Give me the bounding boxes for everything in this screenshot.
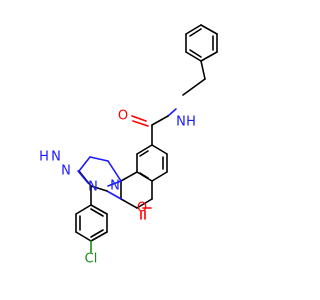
ethyl-linker — [182, 60, 206, 96]
amide-oxygen-label: O — [118, 109, 128, 124]
amide-hydrogen-label: H — [186, 115, 196, 130]
amide-nitrogen-label: N — [176, 115, 186, 130]
triazole-n3-label: N — [88, 180, 98, 195]
triazole-n2-label: N — [61, 164, 71, 179]
pyrimidinone-ring — [106, 171, 153, 220]
chlorine-label: Cl — [85, 252, 98, 267]
triazole-nh-hydrogen-label: H — [39, 150, 49, 165]
keto-oxygen-label: O — [137, 201, 147, 216]
triazole-nh-nitrogen-label: N — [51, 150, 61, 165]
pyrimidine-nitrogen-label: N — [110, 179, 120, 194]
chlorophenyl-ring — [75, 185, 108, 253]
quinazoline-benzene-ring — [136, 144, 168, 182]
triazole-ring — [77, 156, 122, 192]
benzyl-phenyl-ring — [185, 24, 218, 62]
amide-group — [131, 108, 177, 146]
molecule-diagram: N H O N H N N N O Cl — [39, 24, 218, 267]
